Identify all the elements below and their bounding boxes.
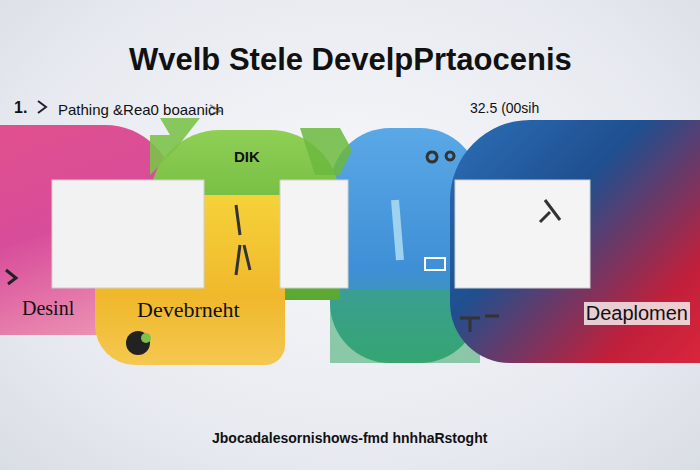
step-note: 32.5 (00sih bbox=[470, 100, 539, 116]
badge-icon bbox=[126, 331, 150, 355]
step-arrow bbox=[38, 101, 46, 113]
badge-icon bbox=[141, 333, 151, 343]
stage-label: Devebrneht bbox=[135, 297, 242, 323]
icon bbox=[425, 258, 445, 270]
stage-label: Deaplomen bbox=[584, 302, 690, 325]
step-number: 1. bbox=[14, 99, 27, 117]
stage-label: Desinl bbox=[20, 297, 76, 320]
stage-label: DIK bbox=[232, 148, 262, 165]
arrow-head bbox=[300, 128, 352, 175]
white-panel bbox=[280, 180, 348, 288]
icon bbox=[6, 270, 16, 284]
white-panel bbox=[52, 180, 204, 288]
development-band: Devebrneht bbox=[95, 195, 285, 365]
caption: Jbocadalesornishows-fmd hnhhaRstoght bbox=[212, 430, 487, 446]
step-note: Pathing &Rea0 boaanich bbox=[58, 101, 224, 118]
white-panel bbox=[455, 180, 590, 288]
tool-icons bbox=[236, 152, 560, 332]
deployment-band: Deaplomen bbox=[450, 120, 700, 363]
arrow-head bbox=[150, 118, 200, 175]
title: Wvelb Stele DevelpPrtaocenis bbox=[129, 42, 572, 78]
